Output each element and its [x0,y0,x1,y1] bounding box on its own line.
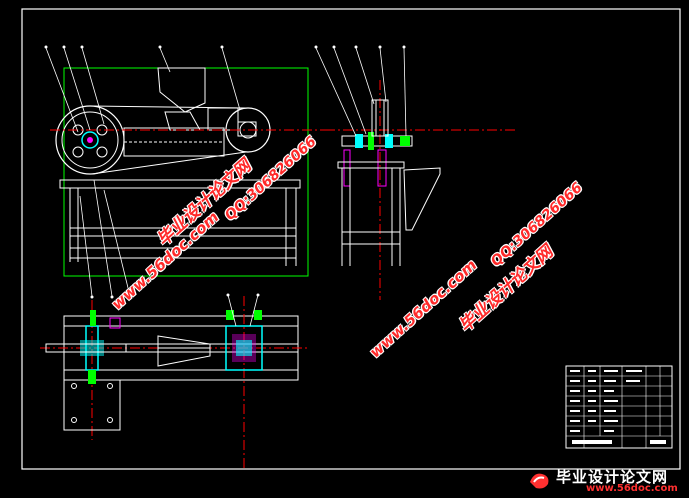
leader-dot [354,45,358,49]
pulley-side [371,99,389,137]
leader-dot [80,45,84,49]
side-table-top [337,161,405,169]
plan-view [40,293,310,470]
leader-10 [333,47,367,135]
plan-bearing-right [225,325,263,371]
plan-green-left [90,310,96,326]
logo-title: 毕业设计论文网 [556,468,669,486]
leader-dot [90,295,94,299]
drawing-frame [21,8,681,470]
bearing-2 [368,132,374,150]
leader-7 [93,179,113,297]
leader-15 [249,294,259,327]
leader-12 [379,47,387,103]
leader-4 [159,47,171,73]
bolt-1 [71,383,77,389]
flywheel-hole-4 [96,146,108,158]
coupling [400,136,410,146]
front-elevation-view [44,45,330,299]
side-elevation-view [314,45,515,300]
bolt-3 [71,417,77,423]
bearing-3 [385,134,393,148]
flywheel-rim [61,111,119,169]
leader-3 [81,47,105,125]
plan-hub-left [80,340,104,356]
leader-5 [221,47,241,111]
leader-dot [378,45,382,49]
bolt-4 [107,417,113,423]
flywheel-center [87,137,93,143]
discharge-chute [403,167,441,231]
bolt-2 [107,383,113,389]
leader-11 [355,47,375,105]
bearing-1 [355,134,363,148]
leader-dot [158,45,162,49]
leader-dot [44,45,48,49]
plan-green-right-1 [226,310,234,320]
leader-dot [332,45,336,49]
leader-dot [128,295,132,299]
leader-9 [315,47,357,137]
leader-13 [403,47,407,137]
plan-shaft-left [45,343,127,353]
table-top [59,179,301,189]
leader-dot [402,45,406,49]
hopper [157,67,206,113]
jaw-block [207,107,239,131]
flywheel-hole-3 [72,146,84,158]
logo-url: www.56doc.com [586,483,678,494]
title-block-outline [565,365,673,449]
leader-dot [110,295,114,299]
leader-dot [62,45,66,49]
leader-14 [227,294,237,327]
motor-green [88,370,96,384]
leader-dot [314,45,318,49]
plan-core-right [236,340,252,356]
leader-6 [79,195,93,297]
leader-dot [220,45,224,49]
leader-2 [63,47,91,131]
leader-8 [103,189,131,297]
tb-text-marks [570,370,666,444]
feed-chute [164,111,201,131]
flywheel-hub [81,131,99,149]
plan-magenta-left [109,317,121,329]
plan-funnel [157,335,211,367]
site-logo: 毕业设计论文网 www.56doc.com [526,466,686,496]
title-block [565,365,673,449]
leader-1 [45,47,79,133]
logo-mark-icon [530,473,549,489]
plan-green-right-2 [254,310,262,320]
